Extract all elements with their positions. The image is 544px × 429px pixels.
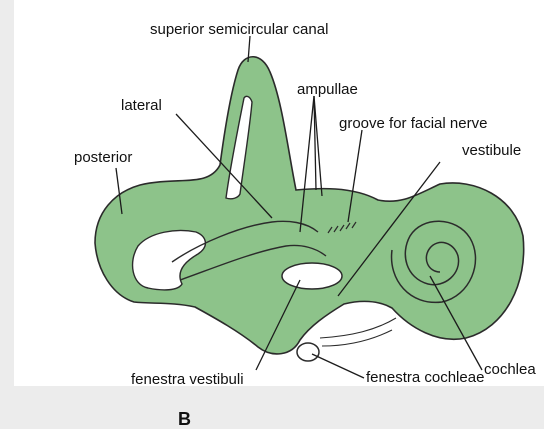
label-vestibule: vestibule [462, 143, 521, 158]
label-fenestra-cochleae: fenestra cochleae [366, 370, 484, 385]
label-groove-for-facial-nerve: groove for facial nerve [339, 116, 487, 131]
basal-turn-ridge-2 [320, 318, 396, 338]
leader-fenestra-cochleae [312, 354, 364, 378]
figure-caption: B [178, 410, 191, 428]
fenestra-vestibuli-shape [282, 263, 342, 289]
label-lateral: lateral [121, 98, 162, 113]
fenestra-cochleae-shape [297, 343, 319, 361]
label-fenestra-vestibuli: fenestra vestibuli [131, 372, 244, 387]
label-ampullae: ampullae [297, 82, 358, 97]
label-posterior: posterior [74, 150, 132, 165]
label-superior-semicircular-canal: superior semicircular canal [150, 22, 328, 37]
label-cochlea: cochlea [484, 362, 536, 377]
